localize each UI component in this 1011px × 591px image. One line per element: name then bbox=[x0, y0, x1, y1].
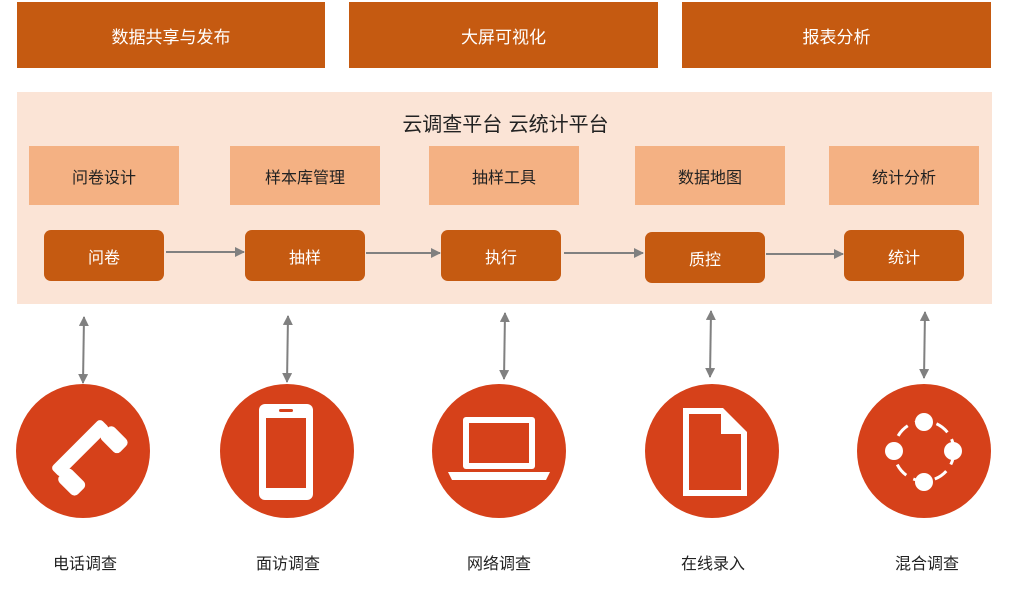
channel-document bbox=[645, 384, 779, 518]
channel-label-hybrid: 混合调查 bbox=[894, 554, 959, 573]
channel-label-online: 在线录入 bbox=[680, 554, 745, 573]
top-bar-label: 大屏可视化 bbox=[461, 27, 546, 48]
link-arrow-2 bbox=[282, 315, 293, 383]
feature-data-map: 数据地图 bbox=[635, 146, 785, 205]
platform-title: 云调查平台 云统计平台 bbox=[402, 112, 609, 136]
step-sampling: 抽样 bbox=[245, 230, 365, 281]
step-questionnaire: 问卷 bbox=[44, 230, 164, 281]
feature-label: 数据地图 bbox=[677, 167, 742, 187]
link-arrow-3 bbox=[499, 312, 510, 380]
feature-label: 问卷设计 bbox=[71, 167, 136, 187]
top-bar-big-screen: 大屏可视化 bbox=[349, 2, 658, 68]
channel-label-web: 网络调查 bbox=[466, 554, 531, 573]
feature-statistical-analysis: 统计分析 bbox=[829, 146, 979, 205]
feature-label: 统计分析 bbox=[871, 167, 936, 187]
link-arrow-4 bbox=[705, 310, 716, 378]
feature-label: 抽样工具 bbox=[471, 167, 536, 187]
laptop-icon bbox=[448, 417, 550, 480]
link-arrow-1 bbox=[78, 316, 89, 384]
channel-laptop bbox=[432, 384, 566, 518]
step-statistics: 统计 bbox=[844, 230, 964, 281]
mobile-icon bbox=[259, 404, 313, 500]
document-icon bbox=[683, 408, 747, 496]
step-label: 抽样 bbox=[288, 247, 321, 267]
top-bar-report: 报表分析 bbox=[682, 2, 991, 68]
channel-phone bbox=[16, 384, 150, 518]
step-label: 问卷 bbox=[87, 247, 120, 267]
channel-mobile bbox=[220, 384, 354, 518]
step-execution: 执行 bbox=[441, 230, 561, 281]
top-bar-data-sharing: 数据共享与发布 bbox=[17, 2, 325, 68]
step-label: 统计 bbox=[887, 247, 920, 267]
channel-hybrid bbox=[857, 384, 991, 518]
step-label: 执行 bbox=[484, 247, 517, 267]
link-arrow-5 bbox=[919, 311, 930, 379]
feature-sample-library: 样本库管理 bbox=[230, 146, 380, 205]
phone-icon bbox=[52, 420, 128, 496]
top-bar-label: 报表分析 bbox=[802, 27, 871, 48]
feature-sampling-tool: 抽样工具 bbox=[429, 146, 579, 205]
channel-label-face: 面访调查 bbox=[255, 554, 320, 573]
feature-questionnaire-design: 问卷设计 bbox=[29, 146, 179, 205]
step-quality-control: 质控 bbox=[645, 232, 765, 283]
cycle-icon bbox=[885, 413, 962, 491]
step-label: 质控 bbox=[688, 249, 721, 269]
feature-label: 样本库管理 bbox=[264, 167, 345, 187]
top-bar-label: 数据共享与发布 bbox=[111, 27, 231, 48]
channel-label-phone: 电话调查 bbox=[52, 554, 117, 573]
